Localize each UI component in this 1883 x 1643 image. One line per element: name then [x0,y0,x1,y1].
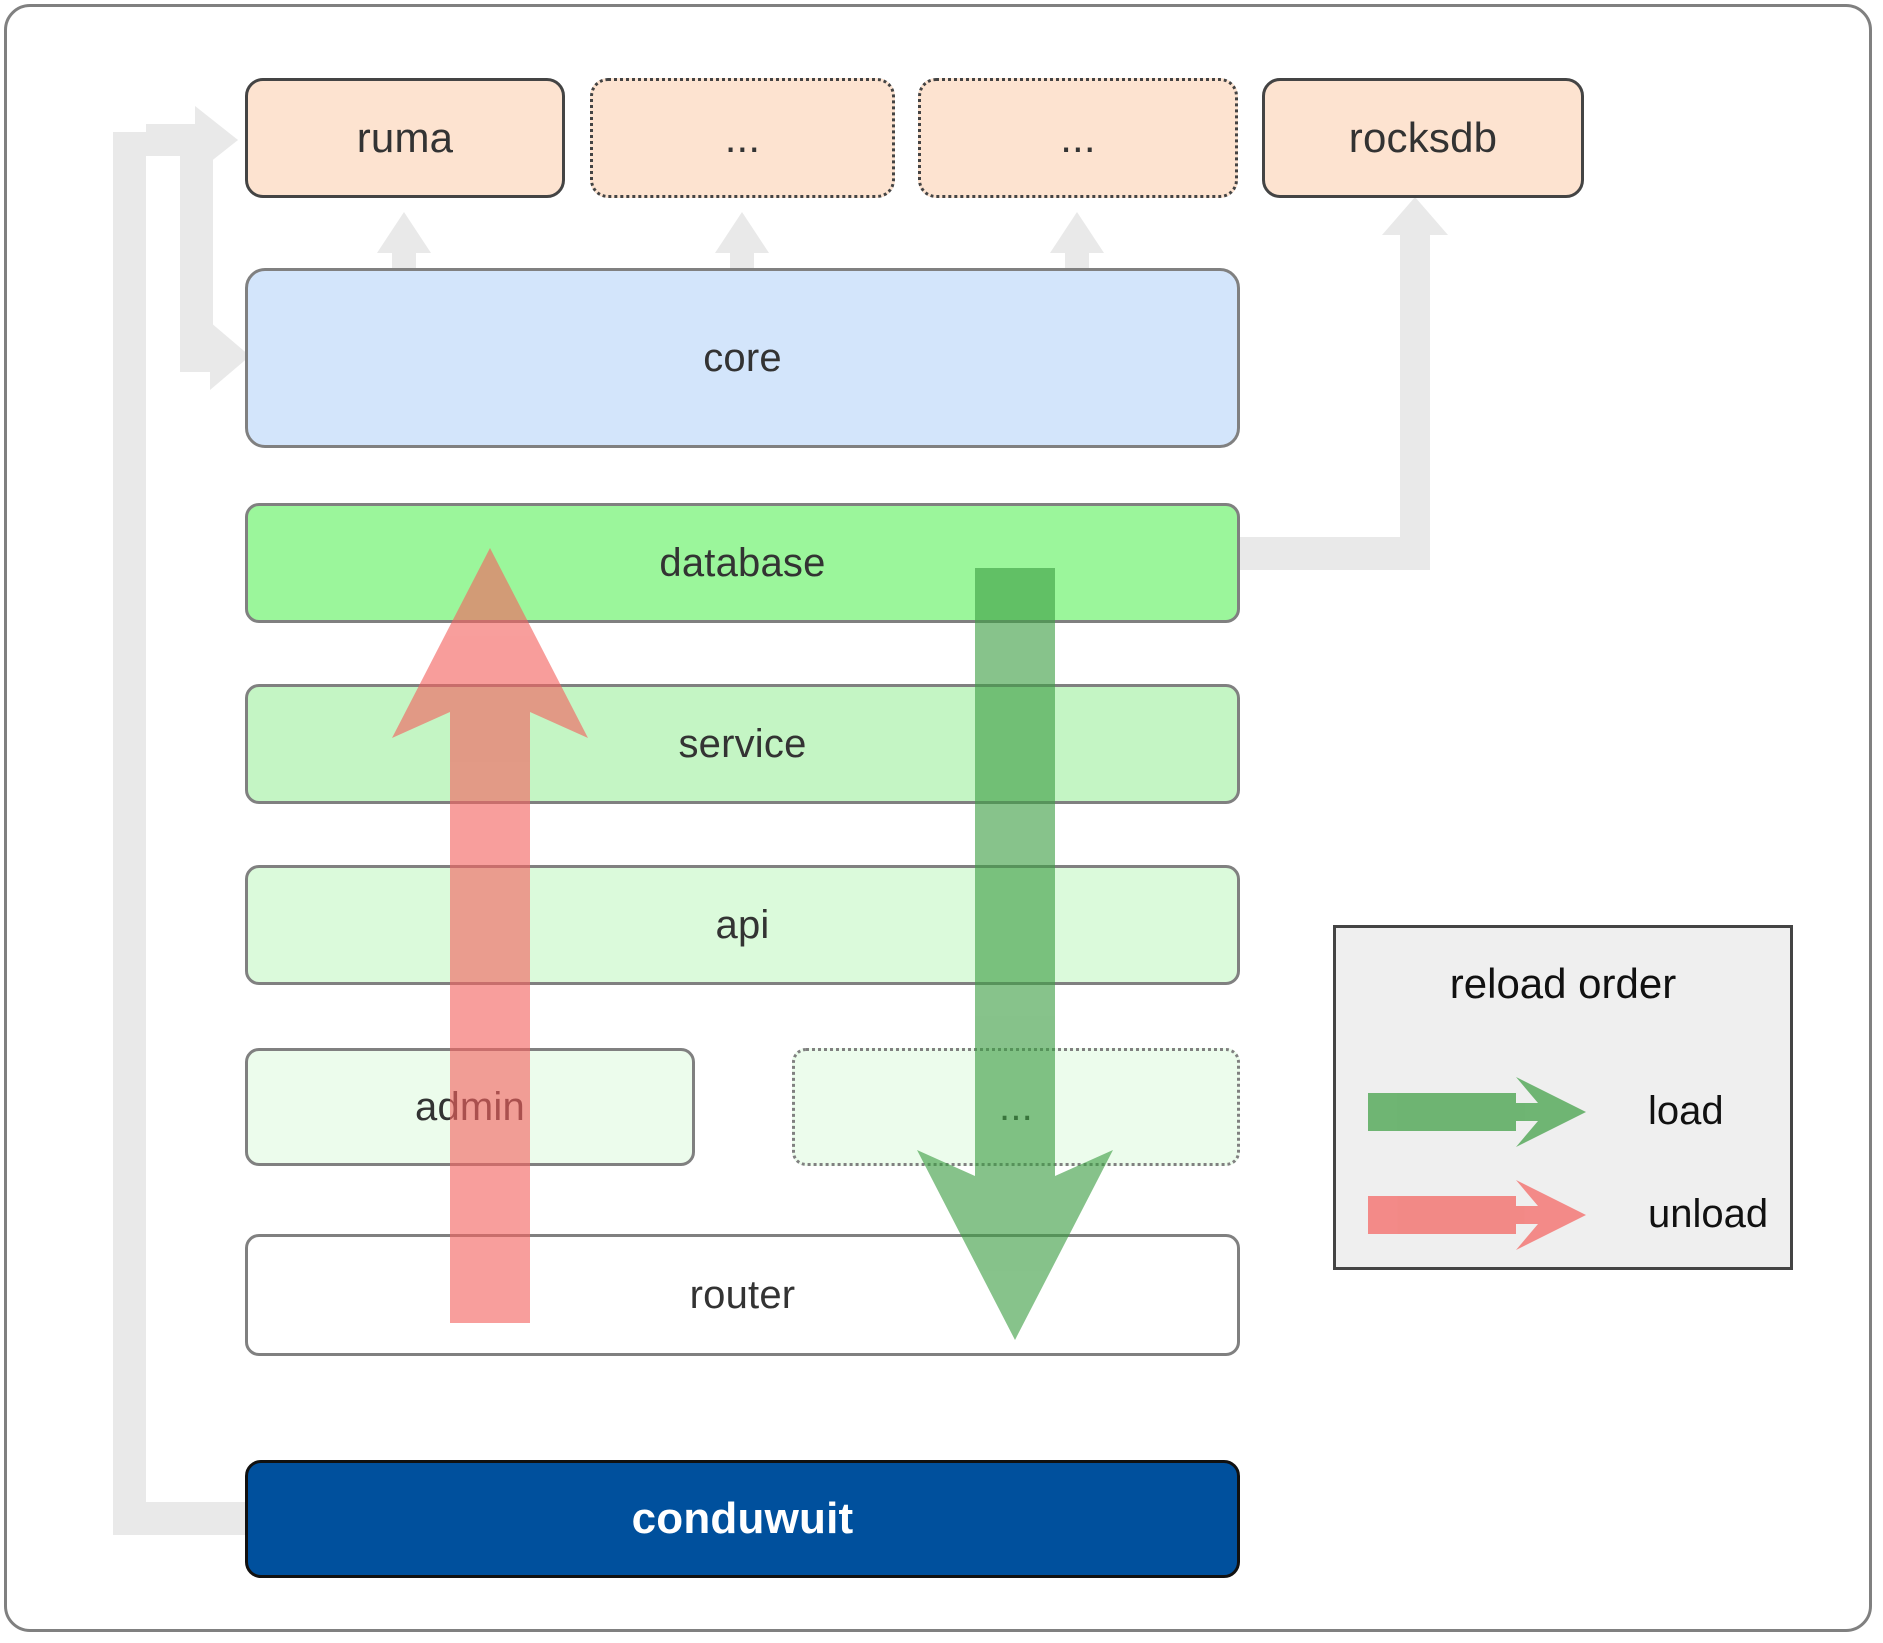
dependency-label-ruma: ruma [356,114,454,161]
stack-label-core: core [703,335,782,380]
stack-label-api: api [715,902,770,947]
legend-title: reload order [1449,960,1677,1007]
application-node-conduwuit[interactable]: conduwuit [245,1460,1240,1578]
legend-label-load: load [1648,1088,1724,1133]
canvas-frame [4,4,1872,1632]
stack-node-admin[interactable]: admin [245,1048,695,1166]
dependency-label-dots-1: ... [724,114,761,161]
dependency-label-dots-2: ... [1060,114,1096,161]
stack-node-dots-low[interactable]: ... [792,1048,1240,1166]
stack-node-router[interactable]: router [245,1234,1240,1356]
dependency-node-dots-1[interactable]: ... [590,78,895,198]
stack-node-core[interactable]: core [245,268,1240,448]
stack-label-dots-low: ... [999,1084,1033,1129]
stack-node-service[interactable]: service [245,684,1240,804]
stack-label-database: database [659,540,826,585]
dependency-label-rocksdb: rocksdb [1348,114,1498,161]
legend-panel: reload order load [1333,925,1793,1270]
stack-label-router: router [689,1272,796,1317]
stack-node-api[interactable]: api [245,865,1240,985]
legend-load-shaft [1368,1093,1516,1131]
legend-label-unload: unload [1648,1191,1769,1236]
legend-row-unload: unload [1336,1166,1790,1262]
legend-unload-shaft [1368,1196,1516,1234]
stack-node-database[interactable]: database [245,503,1240,623]
legend-row-load: load [1336,1063,1790,1159]
dependency-node-ruma[interactable]: ruma [245,78,565,198]
dependency-node-rocksdb[interactable]: rocksdb [1262,78,1584,198]
stack-label-service: service [678,721,807,766]
legend-swatch-unload [1368,1166,1618,1262]
legend-load-head [1496,1077,1586,1147]
application-label-conduwuit: conduwuit [631,1494,854,1543]
dependency-node-dots-2[interactable]: ... [918,78,1238,198]
stack-label-admin: admin [415,1084,525,1129]
legend-swatch-load [1368,1063,1618,1159]
legend-unload-head [1496,1180,1586,1250]
